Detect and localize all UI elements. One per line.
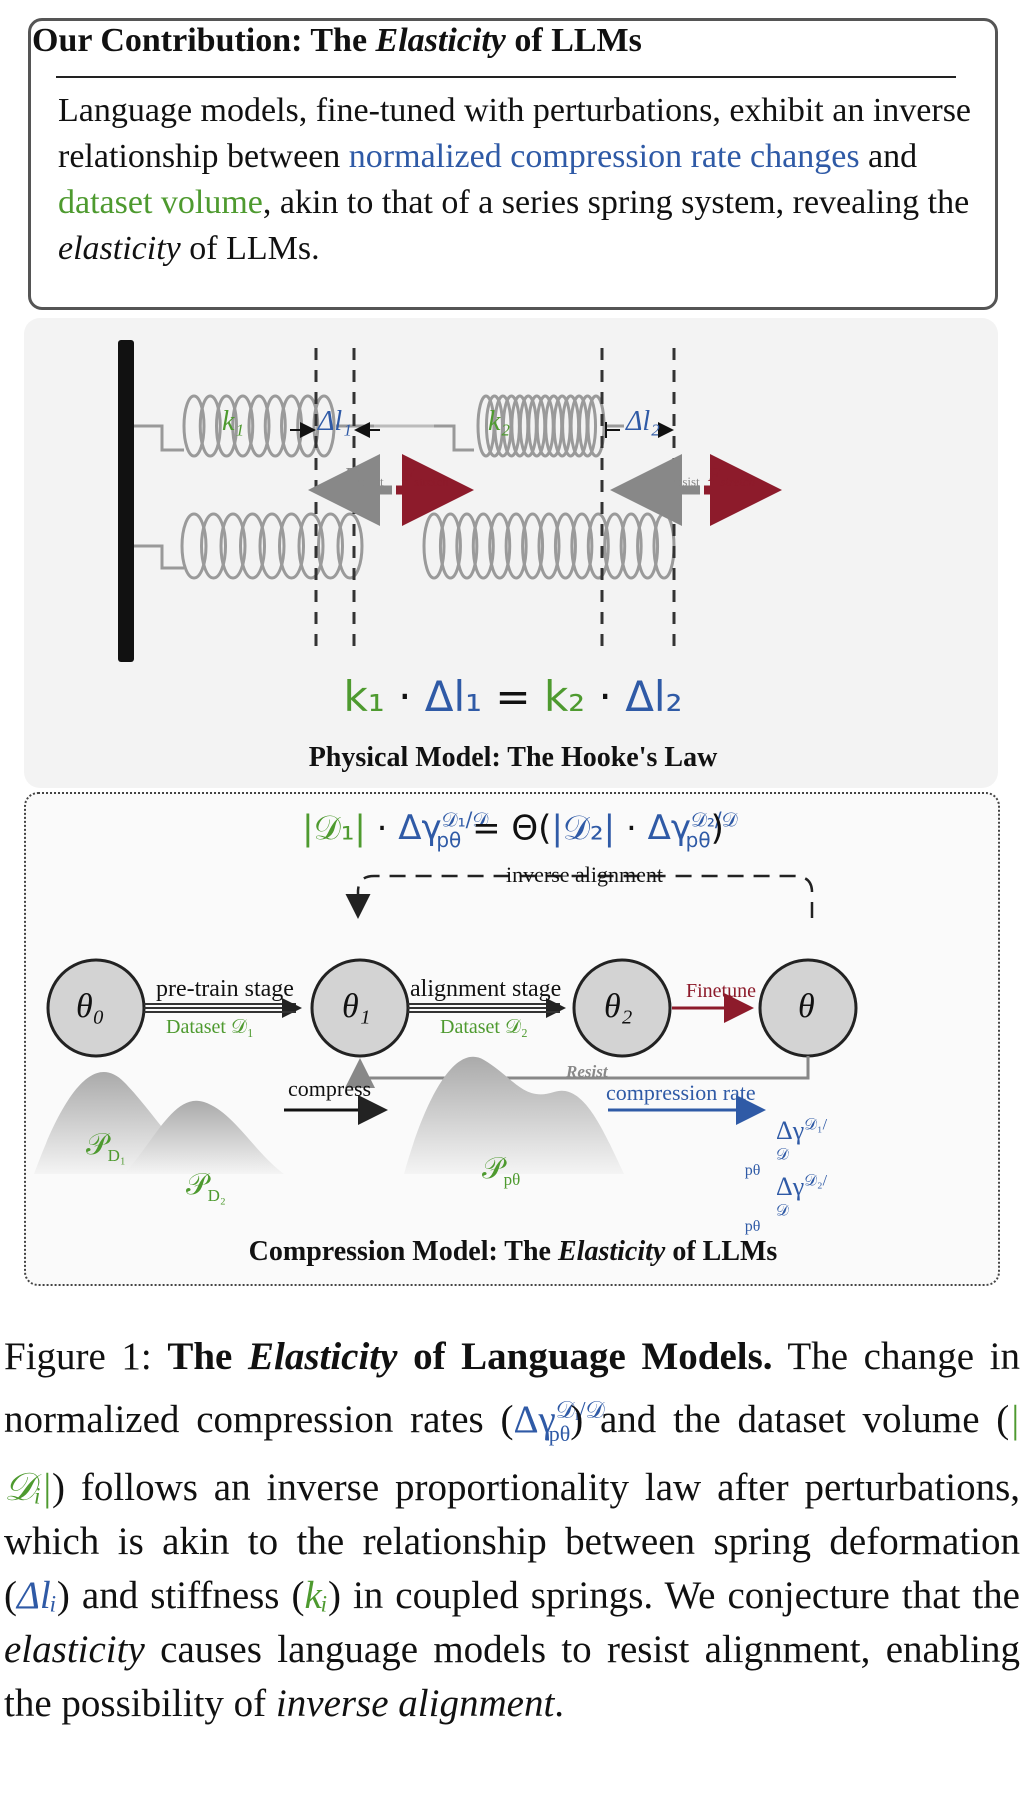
contribution-box — [28, 18, 998, 310]
label-f-stretch-2: Fstretch — [708, 464, 756, 489]
finetune-label: Finetune — [686, 980, 756, 1002]
compression-diagram — [34, 874, 858, 1174]
node-theta2 — [572, 958, 672, 1058]
label-k1: k₁ — [222, 406, 245, 437]
spring-coil — [537, 512, 561, 580]
gamma-1-label: Δγ𝒟₁/𝒟pθ — [744, 1116, 828, 1180]
resist-path — [345, 1056, 810, 1088]
label-f-stretch-1: Fstretch — [402, 464, 449, 489]
spring-coil — [471, 512, 495, 580]
theta-label: θ — [798, 988, 815, 1025]
delta-l-arrows — [290, 422, 674, 438]
label-delta-l2: Δl₂ — [626, 406, 660, 437]
spring-coil — [504, 512, 528, 580]
compression-rate-label: compression rate — [606, 1080, 756, 1105]
spring-coil — [553, 512, 577, 580]
displacement-guides — [314, 348, 676, 648]
inverse-alignment-path — [345, 874, 814, 919]
spring-coil — [200, 512, 227, 580]
spring-bottom — [134, 544, 184, 570]
title-divider — [56, 76, 956, 78]
spring-coils-bottom-2 — [422, 512, 676, 580]
spring-coil — [198, 394, 222, 458]
pretrain-stage-label: pre-train stage — [156, 976, 294, 1002]
spring-coil — [239, 512, 266, 580]
p-ptheta-label: 𝒫pθ — [482, 1152, 521, 1189]
inverse-alignment-label: inverse alignment — [506, 862, 664, 887]
spring-coil — [215, 394, 238, 458]
spring-coil — [258, 512, 286, 580]
label-f-resist-1: Fresist — [344, 464, 384, 489]
spring-coil — [231, 394, 255, 458]
compression-model-caption: Compression Model: The Elasticity of LLM… — [248, 1236, 778, 1267]
label-f-resist-2: Fresist — [660, 464, 700, 489]
spring-coil — [180, 512, 208, 580]
label-delta-l1: Δl₁ — [318, 406, 352, 437]
spring-coils-bottom-1 — [180, 512, 364, 580]
physical-model-caption: Physical Model: The Hooke's Law — [308, 742, 718, 773]
spring-coil — [219, 512, 247, 580]
p-d2-label: 𝒫D₂ — [186, 1168, 226, 1205]
spring-coil — [586, 512, 610, 580]
wall — [118, 340, 134, 662]
dataset-2-label: Dataset 𝒟₂ — [440, 1016, 528, 1038]
dataset-1-label: Dataset 𝒟₁ — [166, 1016, 254, 1038]
contribution-text: Language models, fine-tuned with perturb… — [58, 92, 972, 267]
alignment-stage-label: alignment stage — [410, 976, 562, 1002]
theta0-label: θ₀ — [76, 988, 105, 1025]
theta1-label: θ₁ — [342, 988, 371, 1025]
spring-coil — [578, 394, 598, 458]
distribution-ptheta — [404, 1056, 624, 1174]
pretrain-arrow — [144, 998, 302, 1018]
spring-coil — [586, 394, 606, 458]
hooke-equation: k₁ · Δl₁ = k₂ · Δl₂ — [343, 672, 683, 721]
compress-label: compress — [288, 1076, 372, 1101]
spring-coils-top-2 — [476, 394, 606, 458]
distribution-d2 — [124, 1100, 284, 1174]
spring-top-2 — [434, 424, 624, 452]
spring-coil — [296, 394, 320, 458]
resist-label: Resist — [566, 1062, 608, 1081]
spring-coil — [247, 394, 271, 458]
spring-coils-top-1 — [182, 394, 336, 458]
spring-coil — [182, 394, 206, 458]
spring-coil — [278, 512, 305, 580]
alignment-arrow — [408, 998, 566, 1018]
gamma-2-label: Δγ𝒟₂/𝒟pθ — [744, 1172, 828, 1236]
spring-coil — [521, 512, 545, 580]
theta2-label: θ₂ — [604, 988, 633, 1025]
p-d1-label: 𝒫D₁ — [86, 1128, 126, 1165]
label-k2: k₂ — [488, 406, 511, 437]
elasticity-equation: |𝒟₁| · Δγ𝒟₁/𝒟pθ = Θ(|𝒟₂| · Δγ𝒟₂/𝒟pθ) — [302, 808, 738, 853]
figure-caption: Figure 1: The Elasticity of Language Mod… — [4, 1335, 1020, 1725]
spring-coil — [263, 394, 287, 458]
contribution-title: Our Contribution: The Elasticity of LLMs — [32, 22, 642, 59]
spring-diagram — [118, 340, 782, 662]
spring-coil — [570, 512, 594, 580]
spring-coil — [488, 512, 512, 580]
